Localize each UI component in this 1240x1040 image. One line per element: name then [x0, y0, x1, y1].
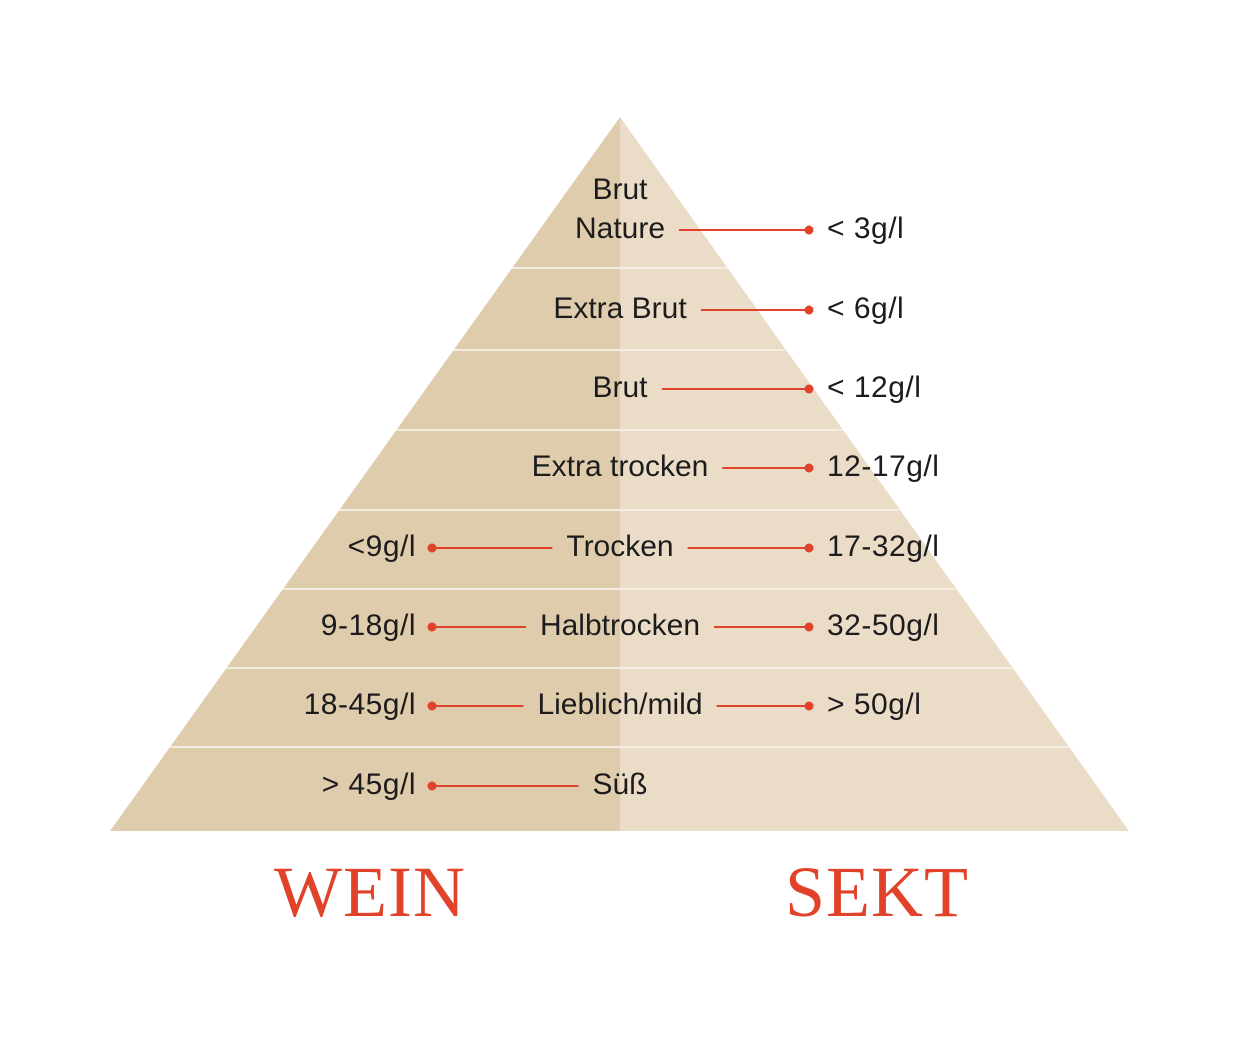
level-label-line: Halbtrocken — [540, 609, 700, 642]
wein-connector-dot — [427, 781, 437, 791]
sekt-value: > 50g/l — [827, 688, 921, 721]
level-label-line: Extra Brut — [553, 292, 687, 325]
level-label: Halbtrocken — [540, 609, 700, 642]
wein-value: 18-45g/l — [304, 688, 416, 721]
sekt-value: < 6g/l — [827, 292, 904, 325]
level-label-line: Brut — [592, 371, 648, 404]
pyramid-level: Extra Brut < 6g/l — [553, 292, 904, 325]
level-label: Extra trocken — [532, 450, 709, 483]
wein-connector-dot — [427, 701, 437, 711]
pyramid-level: Extra trocken 12-17g/l — [532, 450, 939, 483]
pyramid-level: Brut < 12g/l — [592, 371, 921, 404]
level-label-line: Süß — [592, 768, 647, 801]
pyramid-level: Halbtrocken 32-50g/l 9-18g/l — [321, 609, 939, 642]
sekt-column-title: SEKT — [785, 852, 969, 932]
pyramid-left-half — [110, 117, 620, 831]
sekt-connector-dot — [804, 225, 814, 235]
sekt-connector-dot — [804, 305, 814, 315]
level-label-line: Lieblich/mild — [537, 688, 702, 721]
wein-connector-dot — [427, 622, 437, 632]
pyramid-right-half — [620, 117, 1129, 831]
sekt-connector-dot — [804, 543, 814, 553]
level-label-line: Brut — [592, 173, 648, 206]
level-label: Trocken — [566, 530, 673, 563]
wein-connector-dot — [427, 543, 437, 553]
wein-value: <9g/l — [348, 530, 416, 563]
level-label: Brut — [592, 371, 648, 404]
pyramid-dividers — [170, 267, 1070, 748]
sekt-value: 32-50g/l — [827, 609, 939, 642]
sekt-connector-dot — [804, 622, 814, 632]
pyramid-level: Süß > 45g/l — [322, 768, 648, 801]
pyramid-level: Trocken 17-32g/l <9g/l — [348, 530, 939, 563]
level-label-line: Trocken — [566, 530, 673, 563]
sekt-value: < 12g/l — [827, 371, 921, 404]
level-label: Süß — [592, 768, 647, 801]
wein-value: 9-18g/l — [321, 609, 416, 642]
wein-column-title: WEIN — [274, 852, 466, 932]
sekt-value: < 3g/l — [827, 212, 904, 245]
sekt-connector-dot — [804, 463, 814, 473]
sekt-connector-dot — [804, 701, 814, 711]
sekt-connector-dot — [804, 384, 814, 394]
pyramid-level: Lieblich/mild > 50g/l 18-45g/l — [304, 688, 921, 721]
sekt-value: 12-17g/l — [827, 450, 939, 483]
level-label: Lieblich/mild — [537, 688, 702, 721]
level-label: Extra Brut — [553, 292, 687, 325]
level-label-line: Extra trocken — [532, 450, 709, 483]
level-label-line: Nature — [575, 212, 665, 245]
sekt-value: 17-32g/l — [827, 530, 939, 563]
wein-value: > 45g/l — [322, 768, 416, 801]
